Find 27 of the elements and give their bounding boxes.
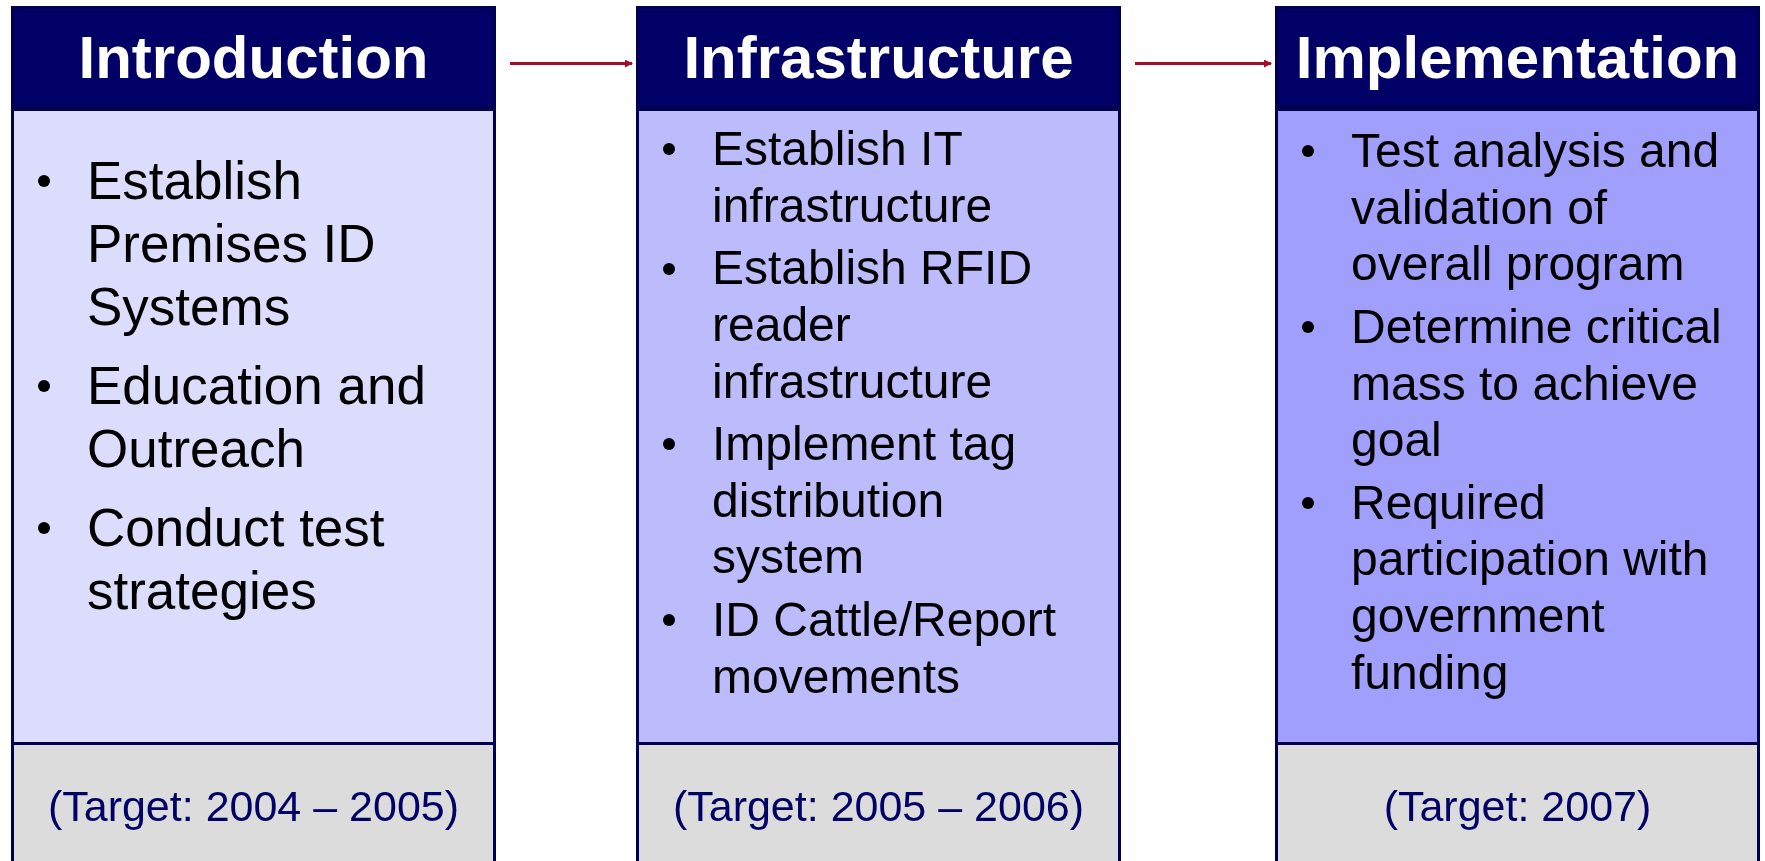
phase-title: Implementation xyxy=(1295,23,1740,92)
bullet-text: Establish RFID reader infrastructure xyxy=(712,240,1034,410)
target-text: (Target: 2005 – 2006) xyxy=(672,781,1085,831)
bullet-text: Required participation with government funding xyxy=(1351,474,1710,701)
content-box xyxy=(11,108,496,745)
bullet-text: Conduct test strategies xyxy=(87,497,386,623)
header-box xyxy=(636,6,1121,109)
phase-title: Infrastructure xyxy=(683,23,1074,92)
header-box xyxy=(1275,6,1760,109)
bullet-text: Establish Premises ID Systems xyxy=(87,150,377,339)
arrow xyxy=(510,59,633,68)
arrow xyxy=(1135,59,1272,68)
bullet-text: Education and Outreach xyxy=(87,355,427,481)
content-box xyxy=(1275,108,1760,745)
target-box xyxy=(11,742,496,861)
bullet-text: Implement tag distribution system xyxy=(712,416,1018,586)
bullet-text: Determine critical mass to achieve goal xyxy=(1351,298,1723,469)
bullet-text: Establish IT infrastructure xyxy=(712,121,994,234)
content-box xyxy=(636,108,1121,745)
bullet-text: Test analysis and validation of overall program xyxy=(1351,123,1721,293)
target-box xyxy=(636,742,1121,861)
target-text: (Target: 2007) xyxy=(1383,781,1652,831)
target-box xyxy=(1275,742,1760,861)
target-text: (Target: 2004 – 2005) xyxy=(47,781,460,831)
header-box xyxy=(11,6,496,109)
bullet-text: ID Cattle/Report movements xyxy=(712,592,1058,705)
phase-title: Introduction xyxy=(78,23,429,92)
